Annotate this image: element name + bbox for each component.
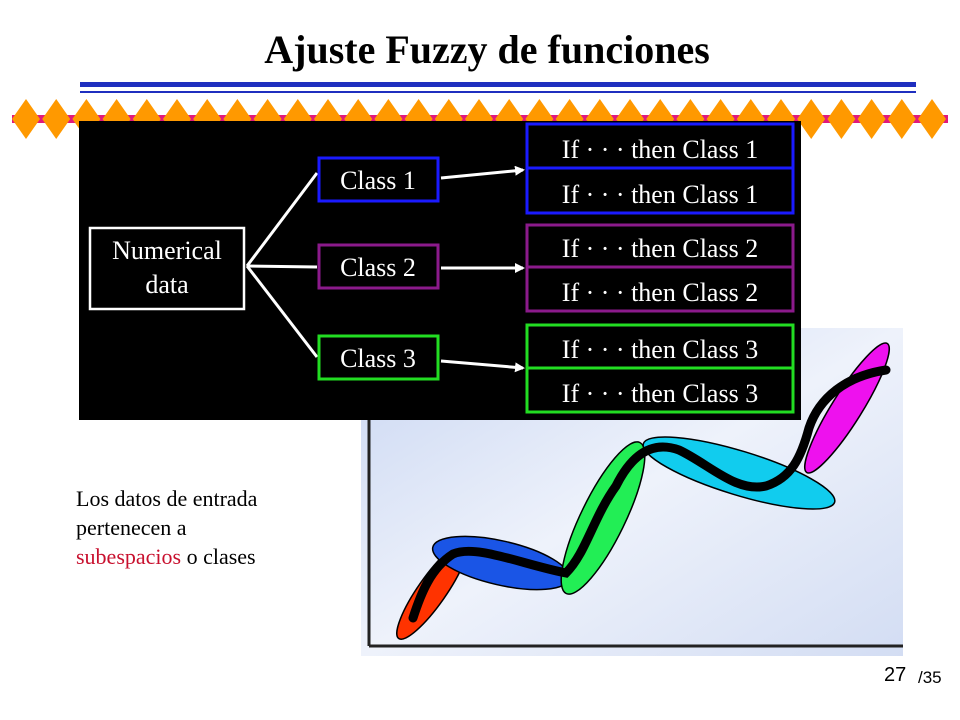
diamond-ornament [42, 99, 71, 139]
body-text-line1: Los datos de entrada [76, 486, 258, 511]
body-text: Los datos de entrada pertenecen a subesp… [76, 484, 366, 571]
rule-2: If · · · then Class 1 [562, 180, 758, 209]
title-rule-thick [80, 82, 916, 87]
classification-diagram: Numerical data Class 1 Class 2 Class 3 I… [79, 121, 801, 420]
class2-label: Class 2 [340, 253, 416, 282]
diamond-ornament [827, 99, 856, 139]
branch-line-class2 [246, 264, 318, 269]
rule-5: If · · · then Class 3 [562, 335, 758, 364]
rule-1: If · · · then Class 1 [562, 135, 758, 164]
diamond-ornament [12, 99, 40, 139]
class3-label: Class 3 [340, 344, 416, 373]
slide-title: Ajuste Fuzzy de funciones [264, 27, 710, 72]
numerical-data-label-line1: Numerical [112, 236, 222, 265]
class1-box [317, 156, 440, 203]
arrow-class3 [440, 359, 525, 373]
page-number: 27 [884, 664, 907, 686]
arrow-class1 [440, 165, 525, 180]
highlight-subespacios: subespacios [76, 544, 182, 569]
rule-6: If · · · then Class 3 [562, 379, 758, 408]
branch-line-class3 [245, 265, 319, 358]
class3-box [317, 334, 440, 381]
diamond-ornament [797, 99, 826, 139]
title-rule-thin [80, 91, 916, 93]
fitted-curve [408, 365, 891, 623]
body-text-line3-rest: o clases [181, 544, 256, 569]
class1-label: Class 1 [340, 166, 416, 195]
class2-box [317, 243, 440, 290]
diagram-background [79, 121, 801, 420]
diamond-ornament [887, 99, 916, 139]
numerical-data-label-line2: data [145, 270, 189, 299]
numerical-data-box [88, 226, 246, 311]
diamond-ornament [918, 99, 946, 139]
branch-line-class1 [245, 172, 319, 267]
diamond-ornament [857, 99, 886, 139]
body-text-line3: subespacios o clases [76, 542, 366, 571]
rule-3: If · · · then Class 2 [562, 234, 758, 263]
body-text-line2: pertenecen a [76, 515, 187, 540]
page-total: /35 [918, 668, 942, 687]
rule-4: If · · · then Class 2 [562, 278, 758, 307]
